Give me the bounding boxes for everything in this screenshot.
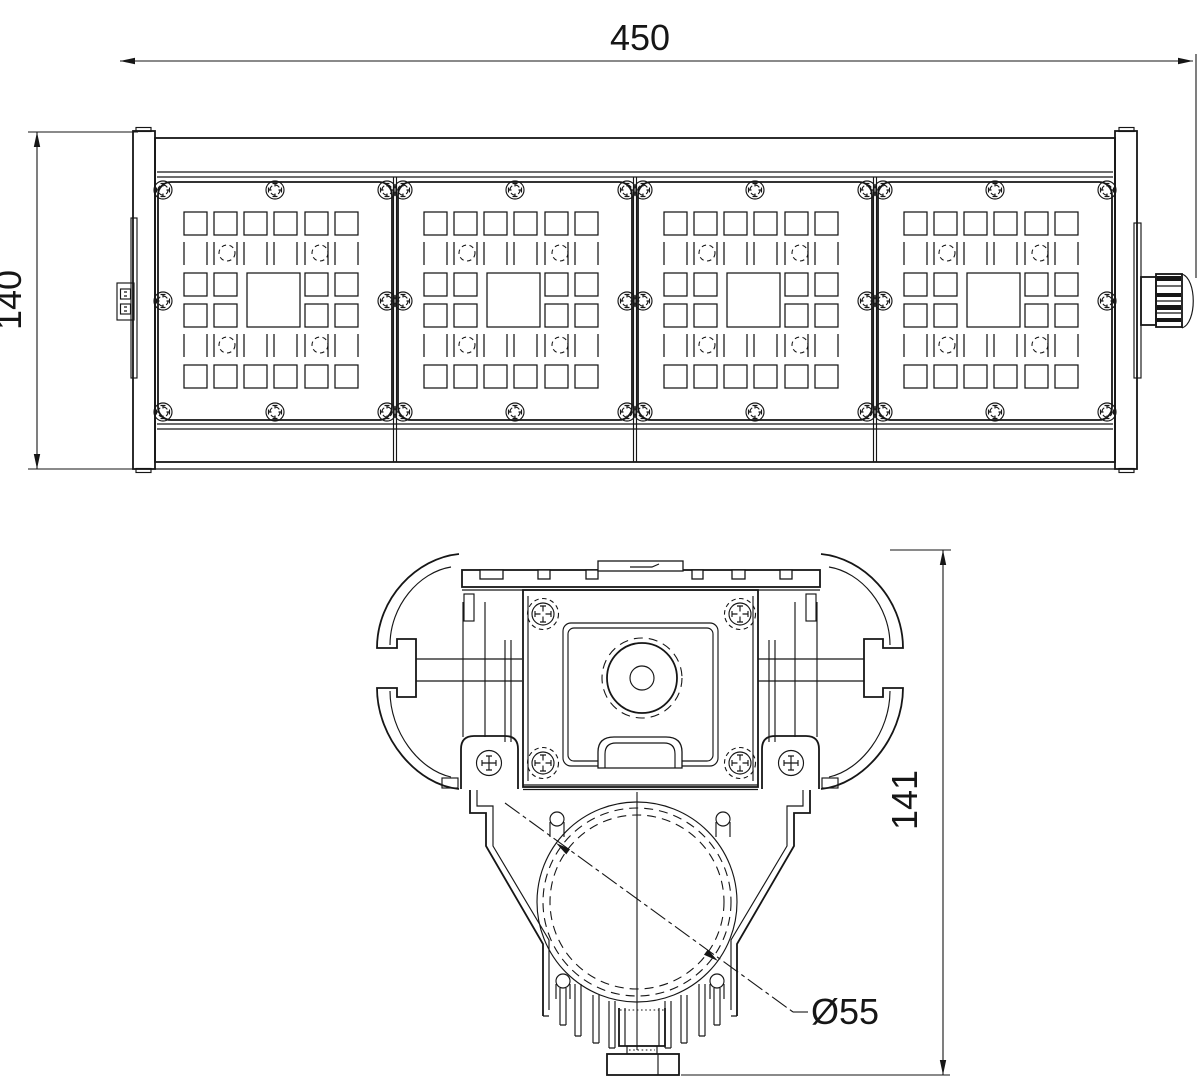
end-cap-left xyxy=(130,126,156,474)
bottom-end-block xyxy=(606,1008,680,1076)
dim-label-141: 141 xyxy=(884,770,925,830)
cable-arch xyxy=(597,736,683,769)
screw-channel xyxy=(549,811,565,838)
center-plate xyxy=(522,589,759,791)
housing-frame-lines xyxy=(155,171,1115,470)
heatsink-fins xyxy=(555,973,725,1049)
led-module-panel-2 xyxy=(394,181,636,421)
dimension-overall-length: 450 xyxy=(120,17,1197,278)
front-view: 450 140 xyxy=(0,17,1197,474)
wing-right xyxy=(758,554,903,789)
cross-section-view: 141 Ø55 xyxy=(377,549,951,1076)
led-module-panel-3 xyxy=(634,181,876,421)
top-rail xyxy=(461,560,821,591)
side-connector xyxy=(116,282,135,321)
dim-label-diameter: Ø55 xyxy=(811,991,879,1032)
center-hole xyxy=(629,665,655,691)
lower-bar xyxy=(523,784,758,791)
center-boss xyxy=(606,642,678,714)
boss-thread-circle xyxy=(601,637,683,719)
cable-gland xyxy=(1133,222,1194,379)
module-junction-lines xyxy=(392,177,878,462)
led-module-panel-1 xyxy=(154,181,396,421)
plate-screw xyxy=(723,746,757,780)
plate-screw xyxy=(723,597,757,631)
tube-section xyxy=(504,792,794,1050)
screw-channel xyxy=(715,811,731,838)
dimension-tube-diameter: Ø55 xyxy=(793,991,879,1032)
dim-label-450: 450 xyxy=(610,17,670,58)
plate-screw xyxy=(526,746,560,780)
dimension-section-height: 141 xyxy=(681,549,951,1076)
dim-label-140: 140 xyxy=(0,270,29,330)
end-cap-right xyxy=(1114,126,1138,474)
funnel-walls xyxy=(469,790,811,1017)
dimension-overall-height: 140 xyxy=(0,131,146,470)
wing-left xyxy=(377,554,522,789)
led-module-panel-4 xyxy=(874,181,1116,421)
plate-screw xyxy=(526,597,560,631)
